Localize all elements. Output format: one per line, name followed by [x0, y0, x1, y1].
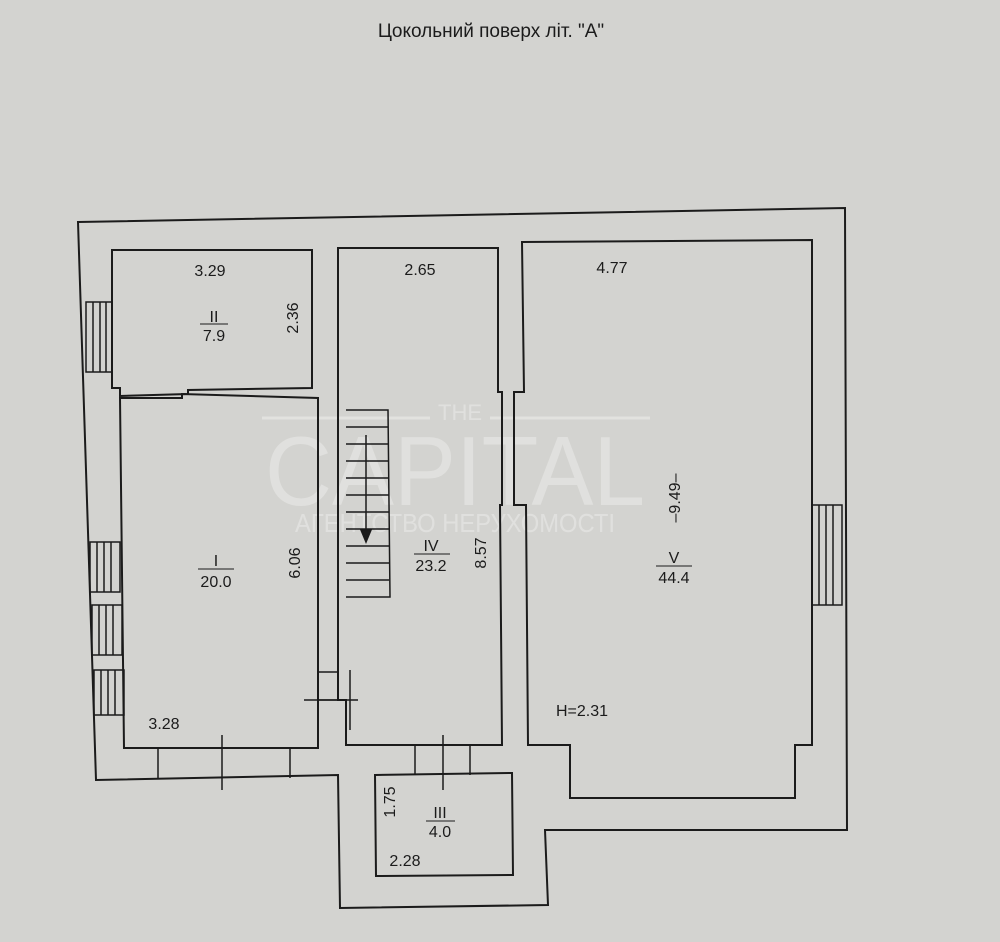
room-v-number: V — [669, 550, 680, 567]
room-ii-number: II — [210, 309, 219, 326]
outer-wall — [76, 206, 849, 910]
room-v-width: 4.77 — [596, 260, 627, 277]
room-i-number: I — [214, 553, 218, 570]
room-i-outline — [118, 392, 319, 749]
room-iv-area: 23.2 — [415, 558, 446, 575]
room-ii-area: 7.9 — [203, 328, 225, 345]
watermark-logo: THE CAPITAL АГЕНТСТВО НЕРУХОМОСТІ — [262, 400, 650, 538]
room-iii-width: 2.28 — [389, 853, 420, 870]
staircase — [346, 409, 391, 598]
room-i-area: 20.0 — [200, 574, 231, 591]
room-iii-length: 1.75 — [382, 786, 399, 817]
ceiling-height: H=2.31 — [556, 703, 608, 720]
plan-title: Цокольний поверх літ. "А" — [378, 21, 604, 42]
watermark-capital: CAPITAL — [265, 416, 645, 526]
room-iv-length: 8.57 — [473, 537, 490, 568]
room-i-length: 6.06 — [287, 547, 304, 578]
room-iv-width: 2.65 — [404, 262, 435, 279]
room-i-width: 3.28 — [148, 716, 179, 733]
room-ii-length: 2.36 — [285, 302, 302, 333]
watermark-sub: АГЕНТСТВО НЕРУХОМОСТІ — [295, 508, 615, 538]
room-iv-number: IV — [423, 538, 438, 555]
room-iii-area: 4.0 — [429, 824, 451, 841]
windows — [85, 301, 843, 790]
room-iii-number: III — [433, 805, 446, 822]
room-v-length: –9.49– — [667, 473, 684, 522]
room-ii-width: 3.29 — [194, 263, 225, 280]
room-iii-outline — [373, 771, 515, 878]
room-v-area: 44.4 — [658, 570, 689, 587]
watermark-the: THE — [438, 400, 482, 425]
